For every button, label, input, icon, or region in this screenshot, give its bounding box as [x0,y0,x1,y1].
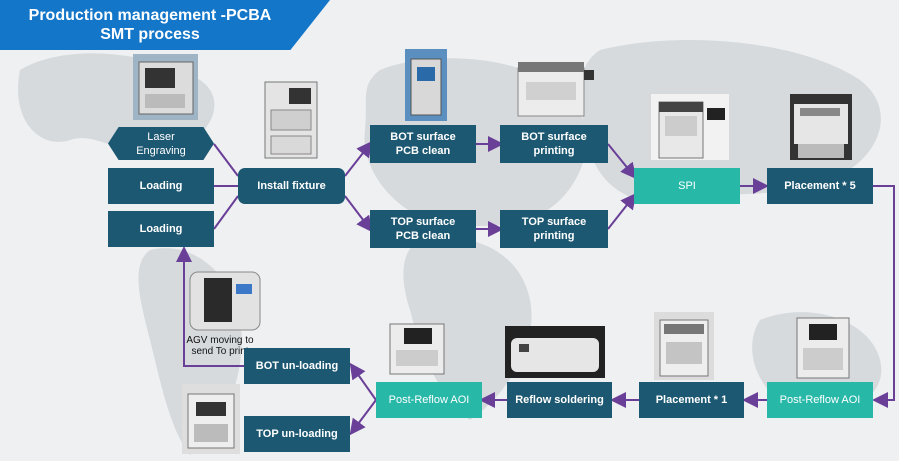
step-loading-1: Loading [108,168,214,204]
laser-engraver-machine-image [133,54,198,120]
step-placement-1: Placement * 1 [639,382,744,418]
step-placement-5: Placement * 5 [767,168,873,204]
step-loading-2: Loading [108,211,214,247]
install-fixture-machine-image [264,81,318,159]
reflow-oven-image [505,326,605,378]
placement-single-machine-image [654,312,714,380]
placement-machine-image [790,94,852,160]
title-line-1: Production management -PCBA [28,7,272,24]
step-laser-engraving: Laser Engraving [108,127,214,160]
step-install-fixture: Install fixture [238,168,345,204]
aoi-right-machine-image [796,317,850,379]
step-top-pcb-clean: TOP surface PCB clean [370,210,476,248]
step-top-printing: TOP surface printing [500,210,608,248]
step-spi: SPI [634,168,740,204]
page-title: Production management -PCBA SMT process [10,6,290,44]
step-post-reflow-aoi-left: Post-Reflow AOI [376,382,482,418]
agv-note: AGV moving to send To print [186,335,254,357]
title-banner [0,0,330,50]
unloading-machine-image [182,384,240,454]
step-bot-unloading: BOT un-loading [244,348,350,384]
step-post-reflow-aoi-right: Post-Reflow AOI [767,382,873,418]
step-bot-pcb-clean: BOT surface PCB clean [370,125,476,163]
step-reflow-soldering: Reflow soldering [507,382,612,418]
aoi-left-machine-image [389,323,445,375]
agv-machine-image [189,271,261,331]
spi-machine-image [651,94,729,160]
step-bot-printing: BOT surface printing [500,125,608,163]
pcb-clean-machine-image [405,49,447,121]
step-top-unloading: TOP un-loading [244,416,350,452]
title-line-2: SMT process [100,26,200,43]
printing-machine-image [517,62,594,117]
